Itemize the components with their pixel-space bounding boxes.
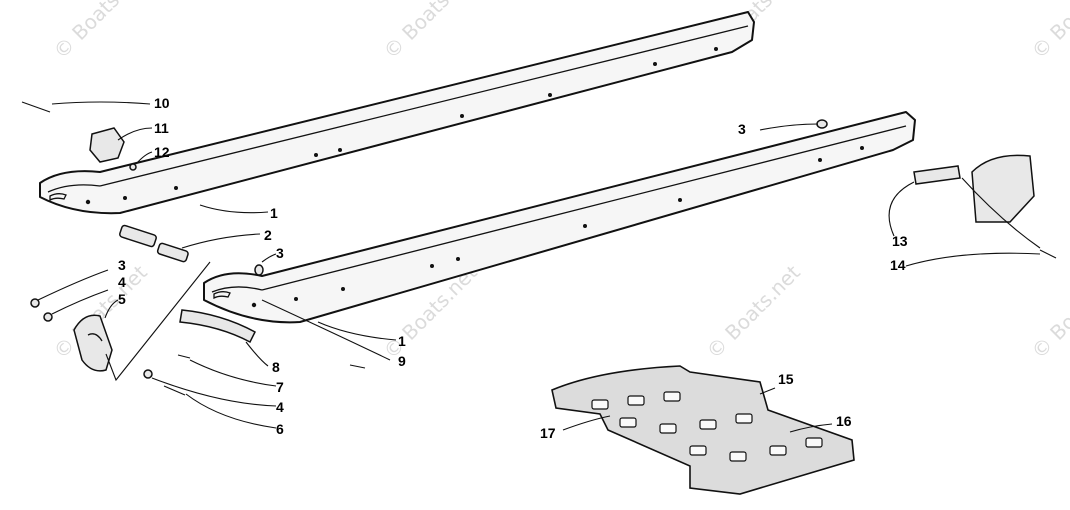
watermark: © Boats.net — [1027, 0, 1070, 64]
spacer-tubes — [119, 224, 189, 263]
callout-3-rail: 3 — [276, 245, 284, 261]
wear-strip — [179, 309, 256, 344]
callout-3-right: 3 — [738, 121, 746, 137]
callout-4-lower: 4 — [276, 399, 284, 415]
callout-15: 15 — [778, 371, 794, 387]
callout-12: 12 — [154, 144, 170, 160]
callout-1-lower: 1 — [398, 333, 406, 349]
callout-1-upper: 1 — [270, 205, 278, 221]
watermark: © Boats.net — [702, 260, 805, 363]
callout-14: 14 — [890, 257, 906, 273]
callout-16: 16 — [836, 413, 852, 429]
lower-slide-rail — [203, 111, 916, 324]
callout-5: 5 — [118, 291, 126, 307]
callout-4-upper: 4 — [118, 274, 126, 290]
watermark: © Boats.net — [1027, 260, 1070, 363]
callout-3-left: 3 — [118, 257, 126, 273]
rear-bracket — [913, 154, 1035, 223]
track-section — [551, 365, 855, 495]
watermark: © Boats.net — [379, 0, 482, 64]
callout-7: 7 — [276, 379, 284, 395]
callout-9: 9 — [398, 353, 406, 369]
rail-end-cap — [73, 314, 113, 372]
callout-11: 11 — [154, 120, 169, 136]
callout-8: 8 — [272, 359, 280, 375]
fasteners — [21, 101, 1057, 396]
callout-13: 13 — [892, 233, 908, 249]
watermark: © Boats.net — [49, 0, 152, 64]
callout-10: 10 — [154, 95, 170, 111]
callout-6: 6 — [276, 421, 284, 437]
leader-lines — [37, 101, 1041, 433]
callout-17: 17 — [540, 425, 556, 441]
bumper-block — [89, 127, 125, 163]
callouts: 1 1 2 3 3 3 4 4 5 6 7 8 9 10 11 12 13 14… — [118, 95, 908, 441]
upper-slide-rail — [39, 11, 755, 215]
callout-2: 2 — [264, 227, 272, 243]
